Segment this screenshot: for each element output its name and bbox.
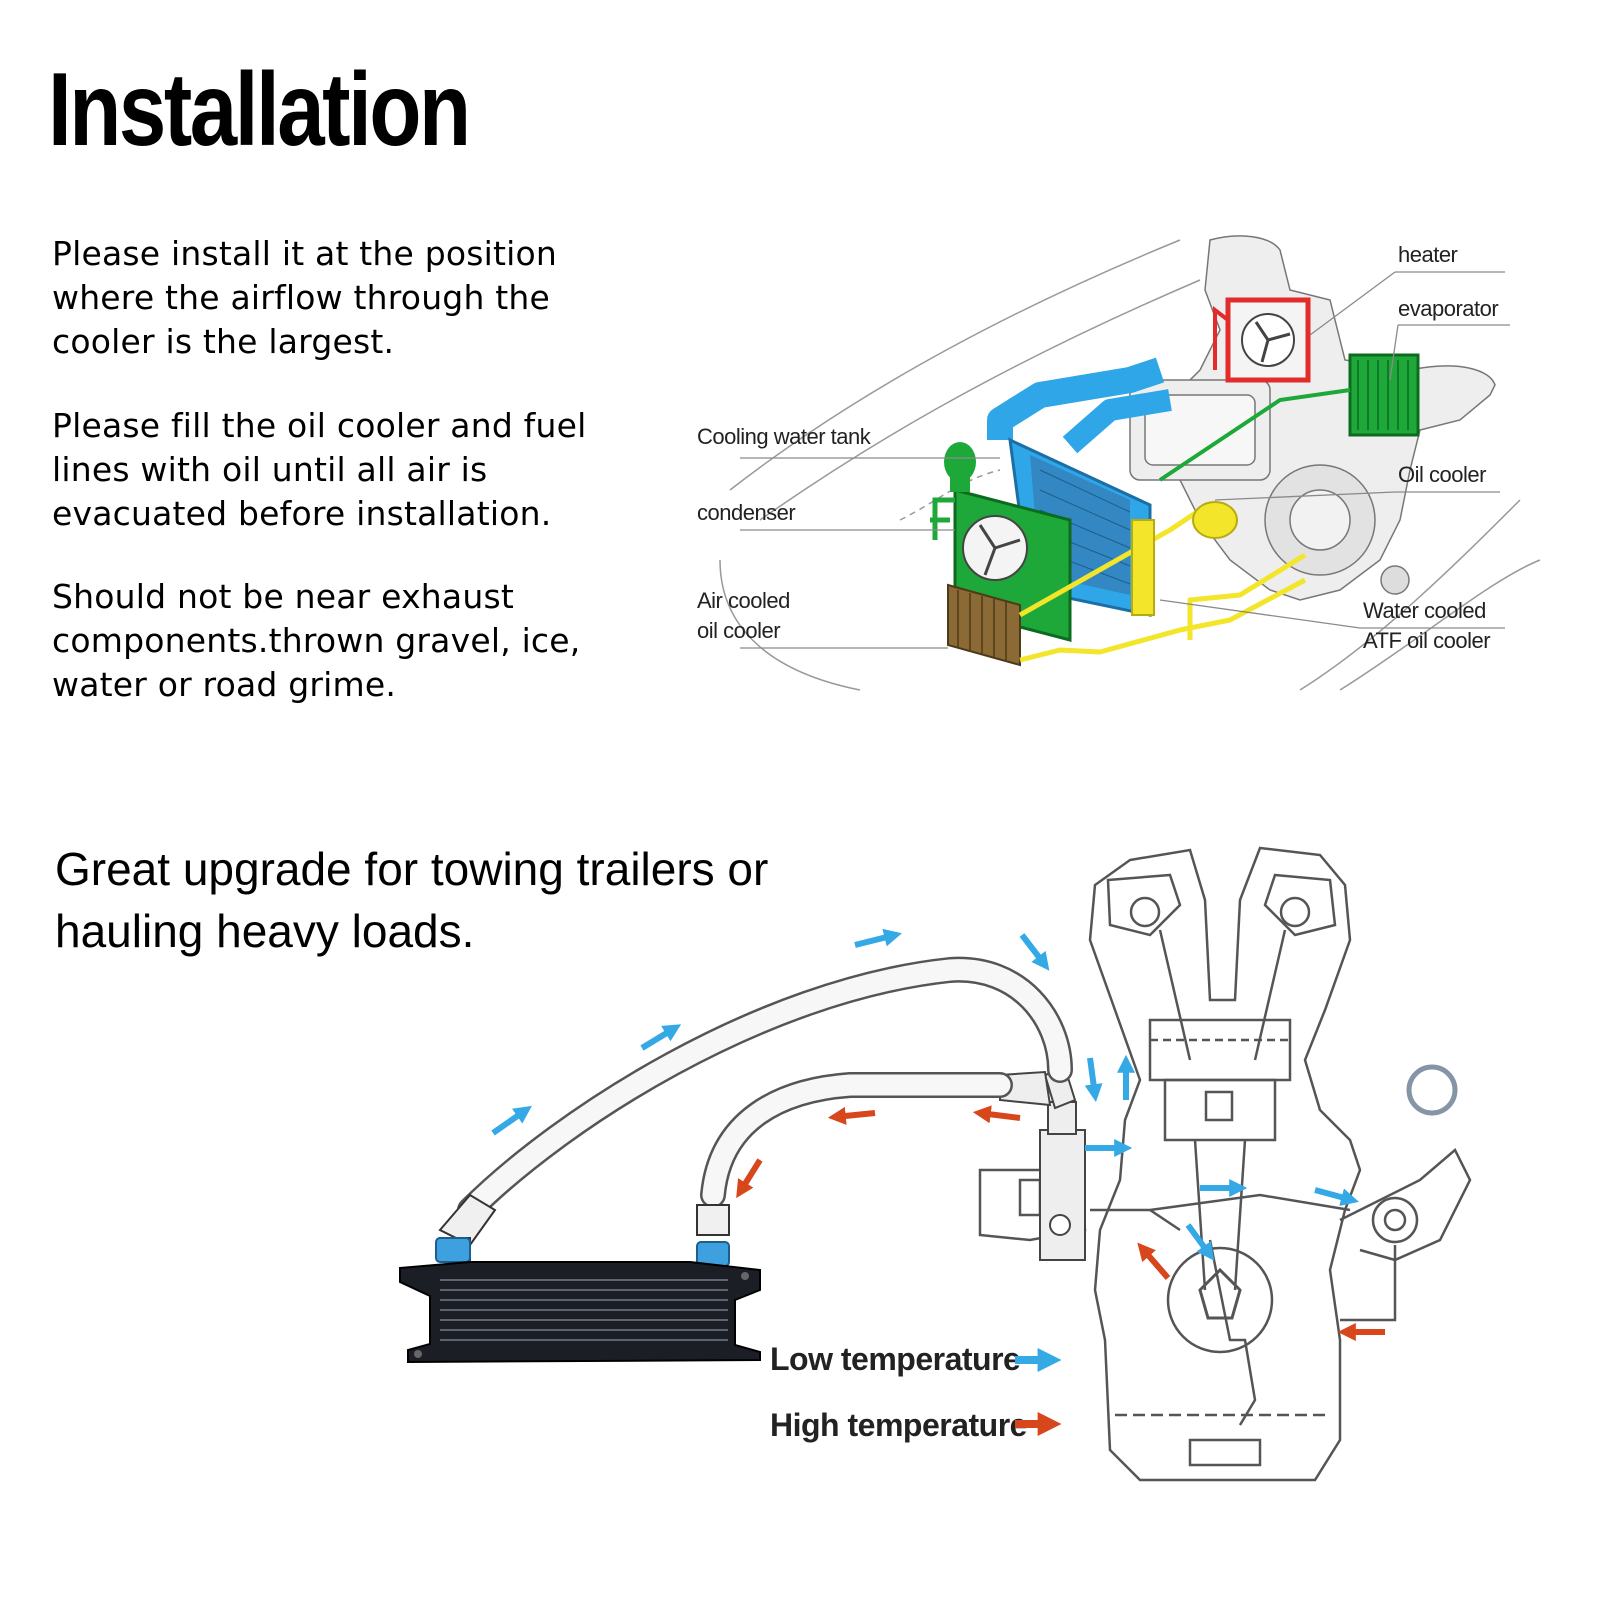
car-body-sketch [719, 239, 1541, 691]
label-evaporator: evaporator [1398, 296, 1498, 321]
legend-high-temperature: High temperature [770, 1407, 1027, 1443]
label-heater: heater [1398, 242, 1458, 267]
low-temp-flow-arrows [491, 928, 1359, 1261]
label-cooling-water-tank: Cooling water tank [697, 424, 872, 449]
water-cooled-atf-cooler [1131, 501, 1238, 616]
label-atf-oil-cooler: ATF oil cooler [1363, 628, 1490, 653]
condenser-core [930, 442, 1072, 642]
label-oil-cooler: Oil cooler [1398, 462, 1486, 487]
oil-filter-adapter [999, 1066, 1086, 1261]
washer-ring [1406, 1064, 1458, 1116]
label-air-cooled: Air cooled [697, 588, 790, 613]
engine-block [1129, 235, 1496, 601]
legend-low-temperature: Low temperature [770, 1341, 1020, 1377]
oil-cooler-unit [399, 1261, 761, 1364]
engine-cross-section [978, 846, 1472, 1482]
oil-hoses [457, 956, 1073, 1223]
label-leader-lines [740, 271, 1510, 649]
cooling-water-tank [987, 357, 1172, 617]
evaporator-core [1158, 353, 1420, 482]
blue-fitting-caps [435, 1237, 730, 1267]
label-water-cooled: Water cooled [1363, 598, 1486, 623]
heater-core [1213, 297, 1311, 383]
high-temp-flow-arrows [736, 1105, 1385, 1341]
upgrade-text: Great upgrade for towing trailers or hau… [55, 843, 769, 957]
label-condenser: condenser [697, 500, 795, 525]
instruction-position: Please install it at the position where … [52, 234, 558, 361]
temperature-legend: Low temperature High temperature [770, 1341, 1062, 1443]
page-title: Installation [48, 52, 471, 168]
label-air-cooled-oil-cooler: oil cooler [697, 618, 780, 643]
instruction-exhaust: Should not be near exhaust components.th… [52, 577, 581, 704]
oil-lines [1018, 507, 1307, 663]
instruction-fill-oil: Please fill the oil cooler and fuel line… [52, 406, 587, 533]
hose-fittings [438, 1193, 730, 1261]
air-cooled-oil-cooler [947, 583, 1021, 667]
